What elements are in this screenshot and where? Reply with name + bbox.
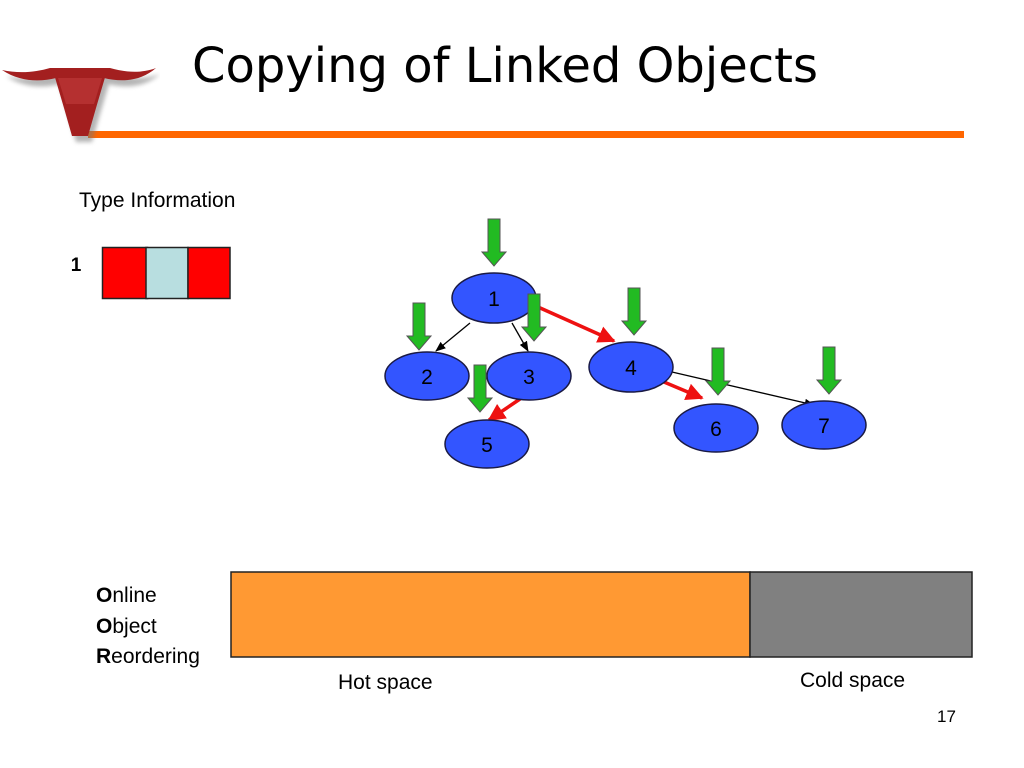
node-5-label: 5	[481, 434, 493, 457]
cold-space-label: Cold space	[800, 669, 906, 692]
node-7: 7	[781, 400, 867, 450]
node-6: 6	[673, 403, 759, 453]
node-4: 4	[588, 341, 674, 393]
edge-1-4	[537, 305, 616, 343]
online-object-reordering-label: Online Object Reordering	[96, 581, 200, 673]
node-5: 5	[444, 419, 530, 469]
hot-space-region	[230, 571, 751, 658]
node-2-label: 2	[421, 366, 433, 389]
oor-line-reordering: Reordering	[96, 645, 200, 668]
longhorn-logo-icon	[2, 68, 160, 142]
heap-space-bar	[230, 571, 973, 658]
edge-1-3	[511, 322, 529, 352]
edge-1-2	[435, 322, 471, 352]
hot-space-label: Hot space	[338, 671, 433, 694]
node-1-label: 1	[488, 288, 500, 311]
down-arrow-icon-node-6	[704, 347, 732, 396]
type-slot-right	[187, 246, 231, 300]
down-arrow-icon-node-2	[405, 302, 433, 351]
node-4-label: 4	[625, 357, 637, 380]
slide-title: Copying of Linked Objects	[192, 38, 818, 94]
cold-space-region	[749, 571, 973, 658]
title-underline-bar	[88, 131, 964, 138]
edge-4-6	[663, 380, 704, 400]
type-information-strip	[101, 246, 231, 300]
node-1: 1	[451, 272, 537, 324]
down-arrow-icon-node-3	[520, 293, 548, 342]
type-information-label: Type Information	[79, 189, 236, 212]
edge-4-7	[671, 371, 816, 407]
object-graph: 1 2 3 4 5 6 7	[384, 218, 867, 469]
title-underline	[88, 131, 964, 138]
oor-line-online: Online	[96, 584, 157, 607]
edge-3-5	[487, 397, 521, 422]
down-arrow-icon-node-7	[815, 346, 843, 395]
down-arrow-icon-node-1	[480, 218, 508, 267]
node-3-label: 3	[523, 366, 535, 389]
node-6-label: 6	[710, 418, 722, 441]
type-counter: 1	[70, 255, 82, 276]
node-2: 2	[384, 351, 470, 401]
node-7-label: 7	[818, 415, 830, 438]
type-slot-left	[101, 246, 149, 300]
oor-line-object: Object	[96, 614, 157, 638]
node-3: 3	[486, 351, 572, 401]
page-number: 17	[937, 707, 956, 726]
down-arrow-icon-node-4	[620, 287, 648, 336]
down-arrow-icon-node-5	[466, 364, 494, 413]
